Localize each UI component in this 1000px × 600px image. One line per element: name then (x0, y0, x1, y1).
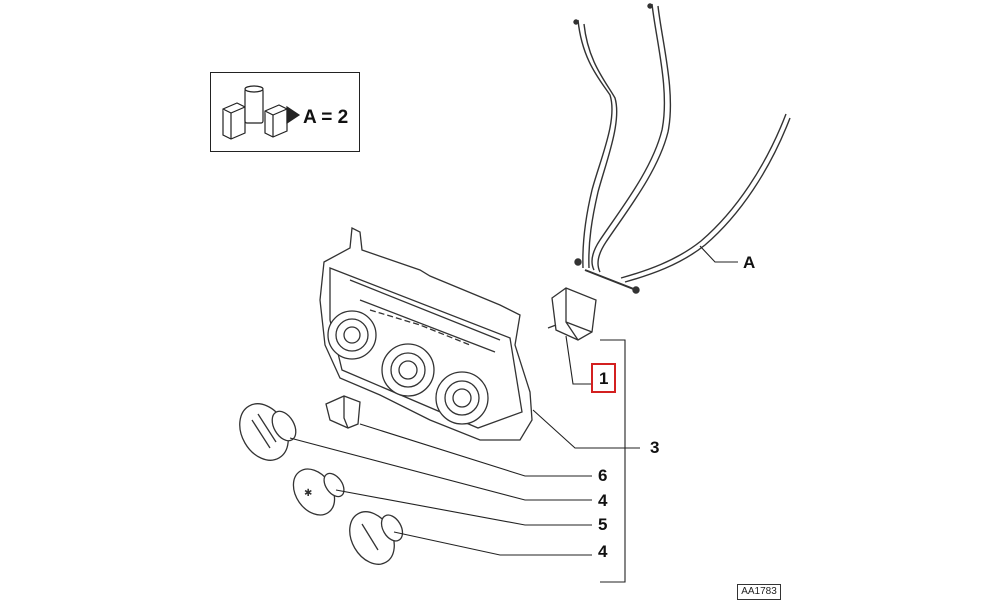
callout-4-lower: 4 (598, 542, 608, 561)
kit-quantity-legend: A = 2 (210, 72, 360, 152)
heater-control-panel (319, 226, 533, 441)
blower-switch (547, 287, 597, 341)
callout-a: A (743, 253, 756, 272)
control-knob-middle: ✱ (292, 468, 345, 516)
callout-5: 5 (598, 515, 608, 534)
leader-lines (289, 245, 738, 583)
svg-text:✱: ✱ (304, 488, 312, 499)
control-knob-lower (349, 511, 404, 565)
callout-6: 6 (598, 466, 608, 485)
kit-quantity-text: A = 2 (303, 107, 349, 128)
push-button-part (325, 395, 361, 429)
control-knob-upper (239, 403, 297, 461)
reference-code: AA1783 (737, 584, 781, 600)
callout-1-highlight: 1 (591, 363, 616, 393)
callout-4-upper: 4 (598, 491, 608, 510)
callout-3: 3 (650, 438, 660, 457)
control-cables (573, 3, 791, 294)
callout-1: 1 (599, 369, 609, 388)
kit-packaging-icon (222, 85, 301, 140)
